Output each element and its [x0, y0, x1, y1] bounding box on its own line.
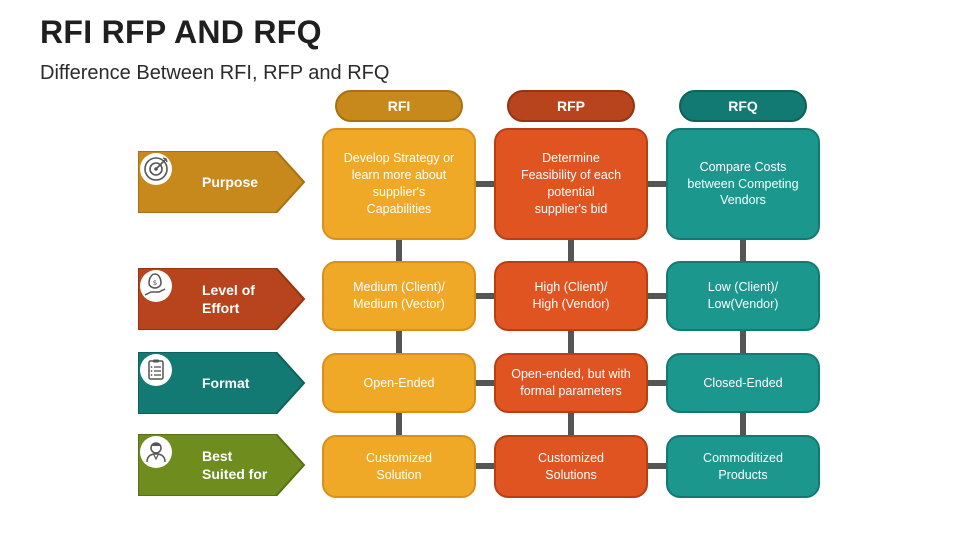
cell-rfp-level-of-effort: High (Client)/ High (Vendor) [494, 261, 648, 331]
cell-rfp-purpose: Determine Feasibility of each potential … [494, 128, 648, 240]
cell-rfp-best-suited-for: Customized Solutions [494, 435, 648, 498]
checklist-icon [140, 354, 172, 386]
cell-rfi-best-suited-for: Customized Solution [322, 435, 476, 498]
cell-rfi-purpose: Develop Strategy or learn more about sup… [322, 128, 476, 240]
page-title: RFI RFP AND RFQ [40, 14, 322, 50]
column-header-rfq: RFQ [679, 90, 807, 122]
person-icon [140, 436, 172, 468]
cell-rfq-purpose: Compare Costs between Competing Vendors [666, 128, 820, 240]
row-label-best-suited-for: Best Suited for [138, 434, 306, 496]
row-label-format: Format [138, 352, 306, 414]
target-icon [140, 153, 172, 185]
page-subtitle: Difference Between RFI, RFP and RFQ [40, 62, 390, 84]
row-label-text: Format [202, 374, 250, 391]
cell-rfi-format: Open-Ended [322, 353, 476, 413]
cell-rfi-level-of-effort: Medium (Client)/ Medium (Vector) [322, 261, 476, 331]
cell-rfq-best-suited-for: Commoditized Products [666, 435, 820, 498]
row-label-text: Level of Effort [202, 281, 255, 316]
row-label-text: Best Suited for [202, 447, 268, 482]
svg-text:$: $ [153, 279, 157, 287]
row-label-purpose: Purpose [138, 151, 306, 213]
cell-rfp-format: Open-ended, but with formal parameters [494, 353, 648, 413]
money-hand-icon: $ [140, 270, 172, 302]
column-header-rfp: RFP [507, 90, 635, 122]
cell-rfq-level-of-effort: Low (Client)/ Low(Vendor) [666, 261, 820, 331]
row-label-level-of-effort: $ Level of Effort [138, 268, 306, 330]
cell-rfq-format: Closed-Ended [666, 353, 820, 413]
row-label-text: Purpose [202, 173, 259, 190]
column-header-rfi: RFI [335, 90, 463, 122]
